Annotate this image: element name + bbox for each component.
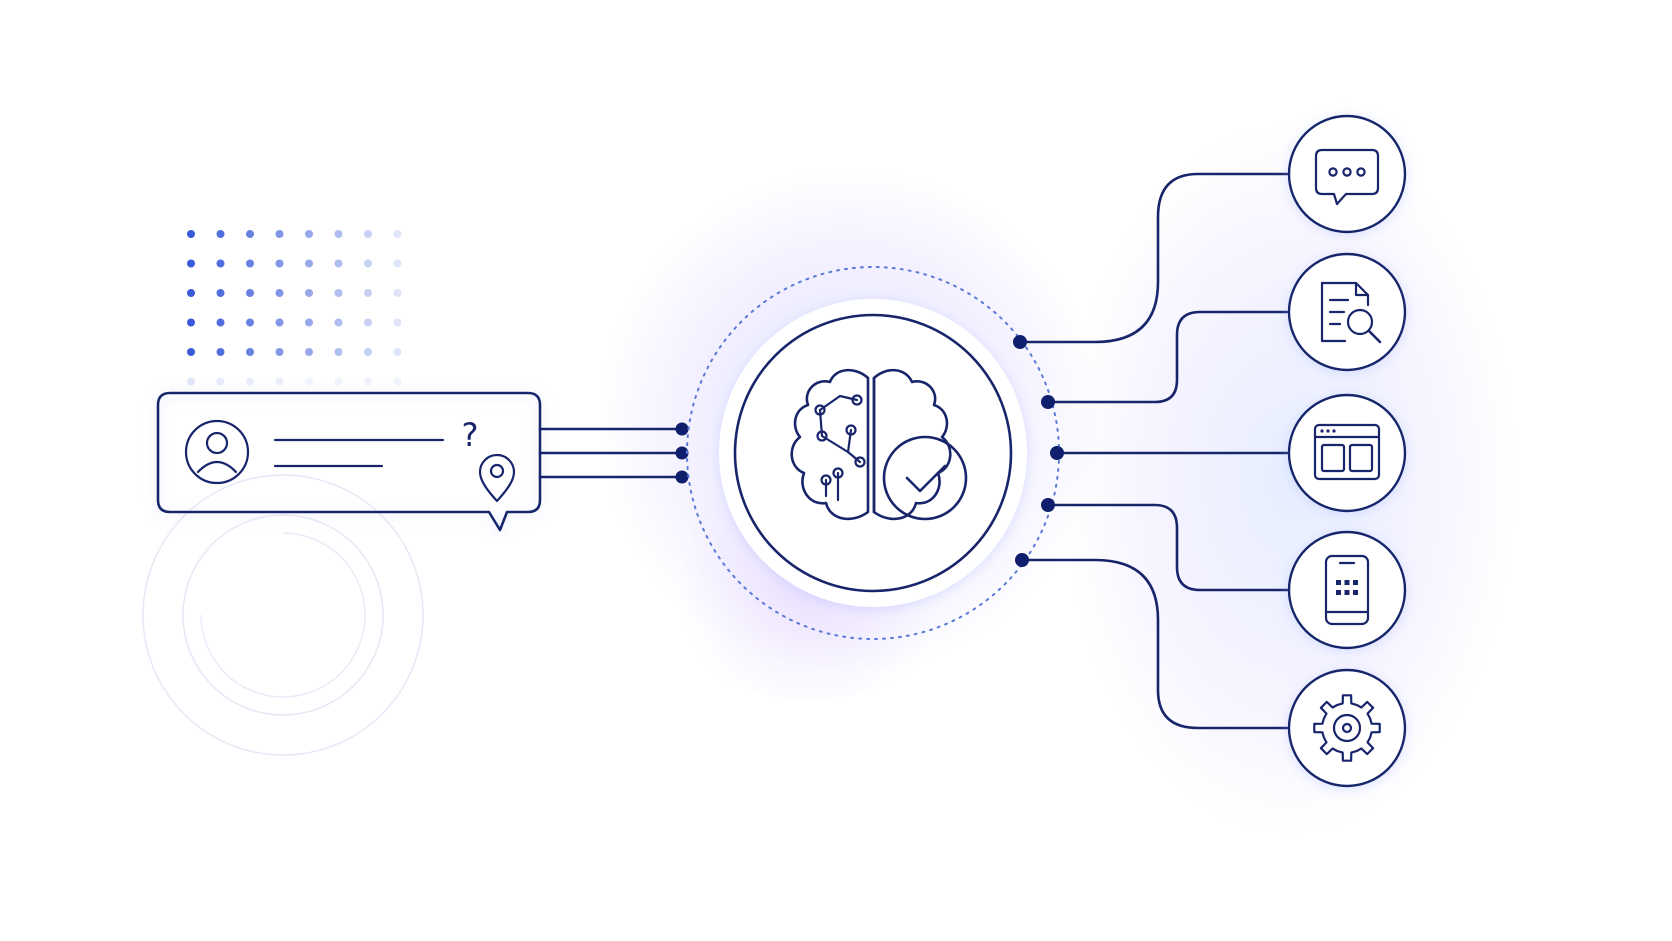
- decorative-dot: [275, 348, 284, 356]
- decorative-dot: [216, 377, 225, 386]
- decorative-dot: [187, 289, 195, 297]
- decorative-dot: [275, 289, 284, 297]
- browser-window-icon: [1313, 423, 1381, 481]
- decorative-dot: [393, 377, 402, 386]
- decorative-rings: [142, 474, 424, 756]
- decorative-dot: [305, 289, 313, 297]
- output-node-settings: [1287, 668, 1407, 788]
- decorative-dot: [216, 348, 225, 356]
- connector-node: [675, 470, 689, 484]
- decorative-dot: [216, 318, 225, 327]
- decorative-dot: [364, 230, 372, 238]
- decorative-dot: [334, 289, 343, 297]
- decorative-dot: [246, 348, 254, 356]
- decorative-dot: [246, 377, 254, 386]
- chat-bubble-icon: [1314, 148, 1380, 206]
- decorative-dot: [334, 377, 343, 386]
- decorative-dot: [364, 377, 372, 386]
- decorative-dot: [364, 318, 372, 327]
- decorative-dot: [216, 289, 225, 297]
- decorative-dot: [275, 259, 284, 268]
- decorative-dot: [246, 289, 254, 297]
- decorative-dot: [187, 318, 195, 327]
- decorative-dot: [393, 230, 402, 238]
- connector-node: [1050, 446, 1064, 460]
- decorative-dot: [187, 377, 195, 386]
- brain-circuit-icon: [790, 368, 952, 521]
- query-card: ?: [156, 391, 542, 532]
- decorative-dot: [334, 348, 343, 356]
- question-mark: ?: [462, 416, 479, 454]
- output-connectors: [1013, 172, 1292, 730]
- decorative-dot: [364, 348, 372, 356]
- decorative-dot: [393, 348, 402, 356]
- decorative-dot: [393, 289, 402, 297]
- output-node-web-app: [1287, 393, 1407, 513]
- decorative-dot: [393, 259, 402, 268]
- output-node-mobile-app: [1287, 530, 1407, 650]
- connector-node: [675, 422, 689, 436]
- decorative-dot: [275, 318, 284, 327]
- gear-icon: [1313, 694, 1381, 762]
- decorative-dot: [187, 348, 195, 356]
- decorative-dot: [305, 348, 313, 356]
- decorative-dot: [275, 230, 284, 238]
- decorative-dot: [187, 230, 195, 238]
- decorative-dot: [187, 259, 195, 268]
- mobile-phone-icon: [1324, 554, 1370, 626]
- connector-node: [1041, 395, 1055, 409]
- decorative-dot: [393, 318, 402, 327]
- hub-core: [733, 313, 1013, 593]
- decorative-dot: [246, 318, 254, 327]
- ai-hub: [686, 266, 1060, 640]
- input-connectors: [538, 422, 689, 484]
- user-avatar-icon: [184, 419, 250, 485]
- decorative-dot: [305, 259, 313, 268]
- location-pin-icon: [478, 453, 516, 503]
- decorative-dot: [275, 377, 284, 386]
- decorative-dot: [305, 230, 313, 238]
- connector-node: [1015, 553, 1029, 567]
- decorative-dot: [246, 230, 254, 238]
- decorative-dot: [334, 230, 343, 238]
- connector-node: [1013, 335, 1027, 349]
- decorative-dot: [334, 259, 343, 268]
- decorative-dot: [334, 318, 343, 327]
- decorative-dot: [364, 289, 372, 297]
- check-circle-icon: [882, 435, 968, 521]
- decorative-dot: [246, 259, 254, 268]
- decorative-dot: [216, 230, 225, 238]
- document-search-icon: [1320, 281, 1382, 344]
- decorative-dot-grid: [187, 230, 402, 386]
- decorative-dot: [305, 377, 313, 386]
- decorative-dot: [364, 259, 372, 268]
- connector-node: [675, 446, 689, 460]
- connector-node: [1041, 498, 1055, 512]
- decorative-dot: [216, 259, 225, 268]
- decorative-dot: [305, 318, 313, 327]
- output-node-chat: [1287, 114, 1407, 234]
- output-node-document-search: [1287, 252, 1407, 372]
